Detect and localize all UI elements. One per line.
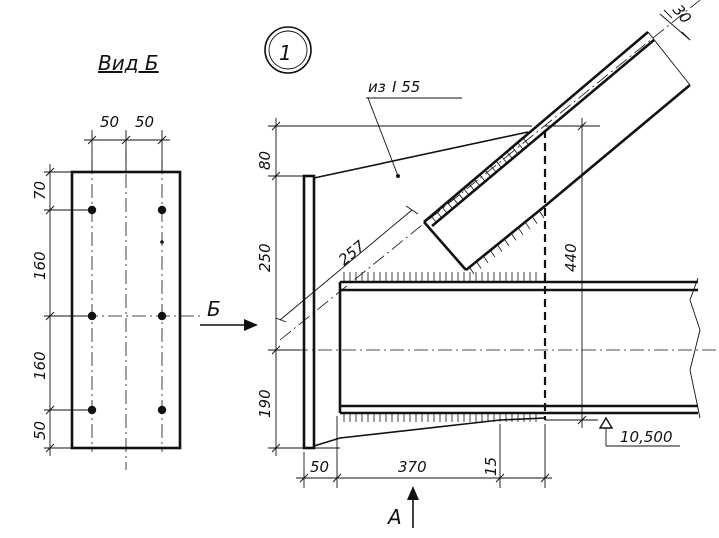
dim-50: 50	[310, 458, 329, 476]
main-beam	[270, 277, 716, 419]
dim-top-right: 50	[135, 113, 154, 131]
end-plate	[302, 174, 316, 450]
detail-number-circle	[264, 26, 312, 74]
flange-offset-dimension: 30	[659, 1, 695, 41]
weld-hatching	[343, 137, 545, 422]
main-detail: 1 из I 55	[256, 0, 716, 529]
diagonal-dimension: 257	[275, 205, 419, 323]
weld-tick	[511, 234, 517, 241]
dim-top-left: 50	[100, 113, 119, 131]
weld-tick	[504, 239, 510, 247]
view-b-title: Вид Б	[98, 51, 159, 75]
dim-30: 30	[669, 1, 695, 27]
dim-257: 257	[335, 237, 369, 269]
material-note-prefix: из	[368, 78, 386, 96]
bottom-dimension: 50 370 15	[296, 416, 552, 488]
bolt-hole	[157, 311, 167, 321]
bolt-hole	[157, 205, 167, 215]
right-vertical-dimension: 440	[562, 118, 587, 428]
brace-axis	[279, 0, 701, 341]
weld-tick	[483, 256, 489, 264]
material-note-leader	[367, 97, 399, 177]
weld-tick	[532, 217, 538, 224]
dim-side-160b: 160	[31, 351, 49, 380]
bolt-hole	[87, 205, 97, 215]
dim-370: 370	[398, 458, 427, 476]
section-arrow: А	[386, 486, 419, 529]
detail-number: 1	[279, 41, 292, 65]
material-note-profile: I 55	[392, 78, 420, 96]
bolt-hole	[87, 311, 97, 321]
dim-250: 250	[256, 243, 274, 272]
section-label: А	[386, 505, 402, 529]
dim-190: 190	[256, 389, 274, 418]
weld-tick	[490, 250, 496, 258]
view-b-side-dimension: 70 160 160 50	[31, 164, 88, 456]
dim-side-70: 70	[31, 181, 49, 200]
gusset-top-edge	[313, 131, 529, 179]
left-vertical-dimension: 80 250 190	[256, 118, 281, 456]
weld-tick	[476, 262, 482, 269]
view-arrow-label: Б	[207, 297, 221, 321]
view-b: Вид Б 50 50	[31, 51, 258, 470]
dim-side-50: 50	[31, 421, 49, 440]
view-b-top-dimension: 50 50	[84, 113, 170, 172]
weld-tick	[469, 267, 475, 275]
weld-tick	[497, 245, 503, 252]
dim-80: 80	[256, 151, 274, 170]
dim-side-160a: 160	[31, 251, 49, 280]
gusset-bottom-edge	[313, 417, 546, 447]
bolt-hole	[87, 405, 97, 415]
elevation-value: 10,500	[620, 428, 673, 446]
view-arrow: Б	[200, 297, 258, 331]
dim-15: 15	[482, 457, 500, 476]
bolt-hole	[157, 405, 167, 415]
diagonal-brace	[279, 0, 701, 341]
mark-dot	[160, 240, 164, 244]
weld-tick	[539, 211, 545, 219]
dim-440: 440	[562, 243, 580, 272]
elevation-mark: 10,500	[598, 416, 680, 447]
weld-tick	[525, 222, 531, 230]
weld-tick	[518, 228, 524, 236]
